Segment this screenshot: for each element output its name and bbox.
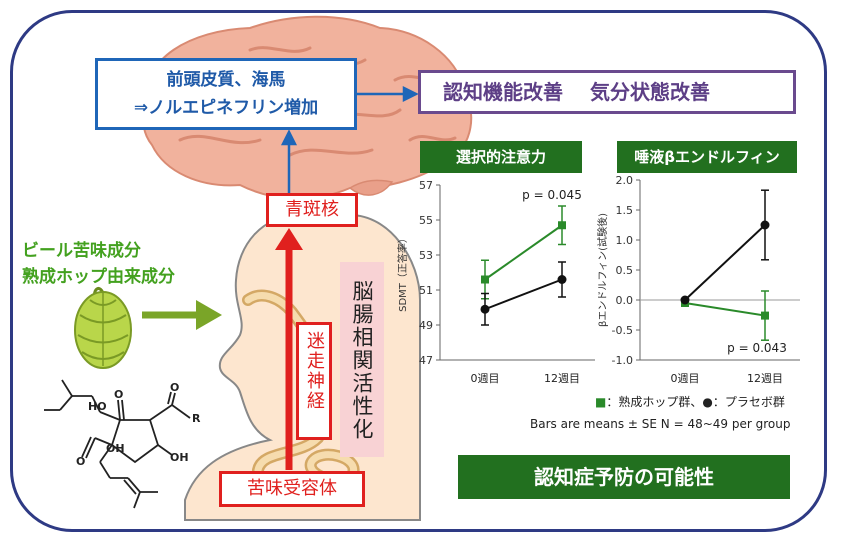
chart1-point-placebo bbox=[557, 275, 567, 284]
locus-coeruleus-box: 青斑核 bbox=[266, 193, 358, 227]
chart2-point-placebo bbox=[760, 220, 770, 230]
chart1-y-tick-label: 55 bbox=[419, 214, 433, 227]
legend-hop-label: ：熟成ホップ群、 bbox=[606, 395, 703, 409]
chart1-x-tick-label: 12週目 bbox=[544, 372, 580, 385]
footnote: Bars are means ± SE N = 48~49 per group bbox=[530, 417, 791, 431]
mol-label-r: R bbox=[192, 412, 201, 425]
chart2-y-tick-label: -1.0 bbox=[612, 354, 633, 367]
chart2-y-tick-label: 0.5 bbox=[616, 264, 634, 277]
legend-placebo-marker: ● bbox=[702, 395, 713, 409]
bitter-receptor-box: 苦味受容体 bbox=[219, 471, 365, 507]
green-arrow bbox=[142, 300, 222, 330]
chart2-y-tick-label: 2.0 bbox=[616, 175, 634, 187]
chart1-y-tick-label: 49 bbox=[419, 319, 433, 332]
chart1-series-line-square bbox=[484, 224, 563, 281]
chart1-y-tick-label: 47 bbox=[419, 354, 433, 367]
chart1-y-tick-label: 51 bbox=[419, 284, 433, 297]
conclusion-box: 認知症予防の可能性 bbox=[458, 455, 790, 499]
box-line-2: ⇒ノルエピネフリン増加 bbox=[133, 98, 319, 118]
chart1-point-hop bbox=[558, 221, 566, 230]
chart2-series-line-circle bbox=[684, 224, 766, 301]
chart2-y-tick-label: 1.5 bbox=[616, 204, 634, 217]
chart1-y-axis-label: SDMT（正答率） bbox=[396, 233, 409, 312]
gut-brain-axis-label: 脳腸相関活性化 bbox=[350, 280, 374, 441]
chart-selective-attention: 47 49 51 53 55 57 0週目 12週目 SDMT（正答率） p = 0.045 bbox=[396, 179, 595, 385]
outcome-box: 認知機能改善 気分状態改善 bbox=[418, 70, 796, 114]
chart-salivary-beta-endorphin: -1.0 -0.5 0.0 0.5 1.0 1.5 2.0 0週目 12週目 βエンドルフィン(試… bbox=[596, 175, 800, 385]
red-arrow bbox=[275, 228, 303, 470]
chart2-x-tick-label: 0週目 bbox=[671, 372, 700, 385]
chart2-y-axis-label: βエンドルフィン(試験後) bbox=[596, 213, 609, 327]
chart1-x-tick-label: 0週目 bbox=[471, 372, 500, 385]
chart-legend: ■：熟成ホップ群、●：プラセボ群 bbox=[595, 393, 785, 410]
beer-label-line-2: 熟成ホップ由来成分 bbox=[22, 267, 175, 287]
blue-arrows bbox=[280, 85, 419, 193]
mol-label-oh-mid: OH bbox=[106, 442, 125, 455]
chart1-series-line-circle bbox=[484, 278, 563, 311]
beer-label-line-1: ビール苦味成分 bbox=[22, 241, 141, 261]
mol-label-oh-right: OH bbox=[170, 451, 189, 464]
legend-placebo-label: ：プラセボ群 bbox=[712, 395, 785, 409]
chart2-point-placebo bbox=[680, 295, 690, 305]
chart2-y-tick-label: -0.5 bbox=[612, 324, 633, 337]
chart2-y-tick-label: 0.0 bbox=[616, 294, 634, 307]
chart2-x-tick-label: 12週目 bbox=[747, 372, 783, 385]
chart1-y-tick-label: 57 bbox=[419, 179, 433, 192]
chart2-series-line-square bbox=[684, 302, 766, 317]
hop-cone-illustration bbox=[74, 286, 132, 369]
chart2-p-value: p = 0.043 bbox=[727, 341, 787, 355]
chart2-title: 唾液βエンドルフィン bbox=[617, 141, 797, 173]
mol-label-o-bottom: O bbox=[76, 455, 86, 468]
chart2-point-hop bbox=[761, 311, 769, 320]
mol-label-o-right: O bbox=[170, 381, 180, 394]
chart1-point-hop bbox=[481, 275, 489, 284]
humulone-structure bbox=[44, 379, 191, 509]
chart2-y-tick-label: 1.0 bbox=[616, 234, 634, 247]
beer-bitter-label: ビール苦味成分 熟成ホップ由来成分 bbox=[22, 238, 175, 290]
vagus-nerve-label: 迷走神経 bbox=[304, 331, 325, 411]
chart1-p-value: p = 0.045 bbox=[522, 188, 582, 202]
mol-label-ho: HO bbox=[88, 400, 107, 413]
chart1-title: 選択的注意力 bbox=[420, 141, 582, 173]
box-line-1: 前頭皮質、海馬 bbox=[166, 70, 286, 90]
legend-hop-marker: ■ bbox=[595, 395, 607, 409]
vagus-nerve-box: 迷走神経 bbox=[296, 322, 332, 440]
gut-brain-axis-box: 脳腸相関活性化 bbox=[340, 262, 384, 457]
mol-label-o-top: O bbox=[114, 388, 124, 401]
chart1-y-tick-label: 53 bbox=[419, 249, 433, 262]
chart1-point-placebo bbox=[480, 304, 490, 314]
prefrontal-hippocampus-box: 前頭皮質、海馬 ⇒ノルエピネフリン増加 bbox=[95, 58, 357, 130]
